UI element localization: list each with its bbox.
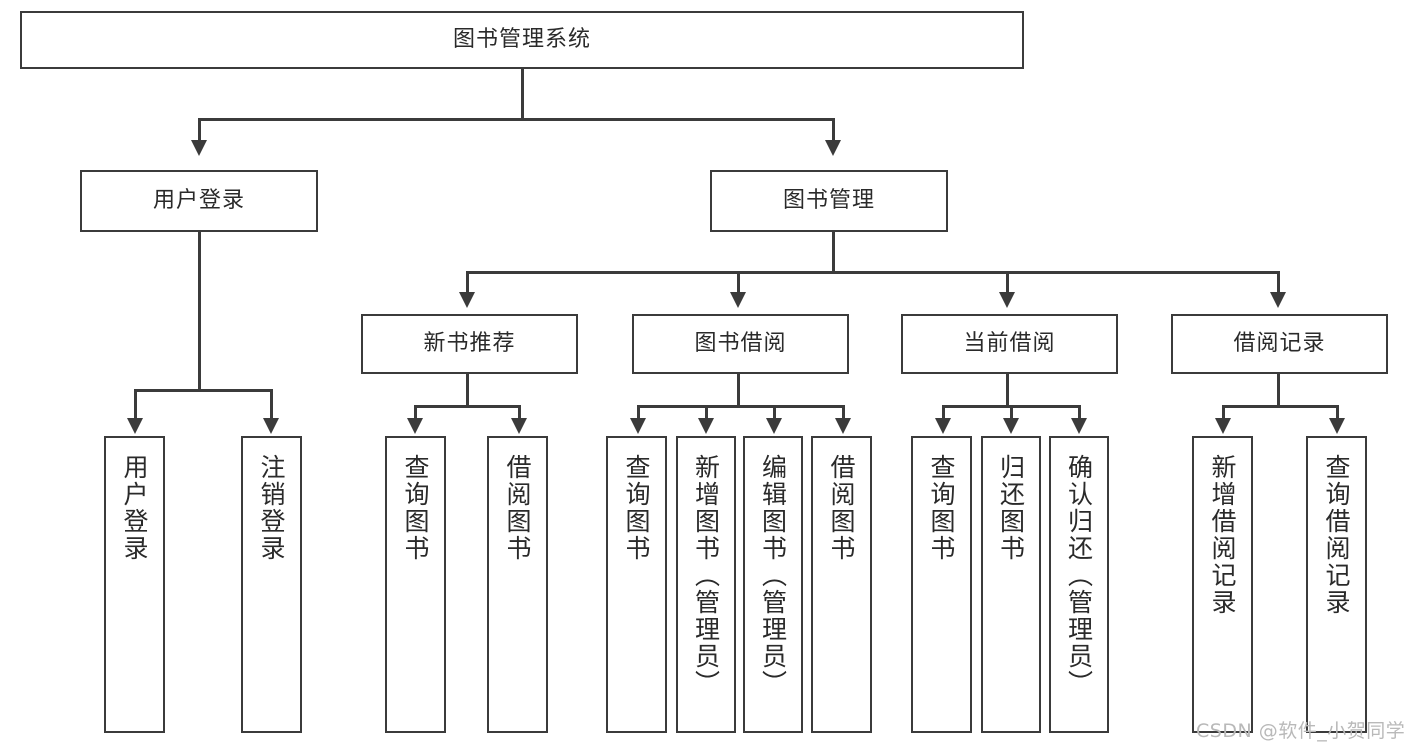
node-leaf-add-book[interactable]: 新增图书（管理员）	[676, 436, 736, 733]
node-leaf-confirm-return[interactable]: 确认归还（管理员）	[1049, 436, 1109, 733]
connector-cb-drop-1	[942, 405, 945, 422]
connector-level3-bus	[466, 271, 1279, 274]
node-borrow-record[interactable]: 借阅记录	[1171, 314, 1388, 374]
node-label: 查询图书	[927, 454, 956, 562]
connector-book-management-stem	[832, 232, 835, 272]
arrowhead-leaf-add-record	[1215, 418, 1231, 434]
node-label: 图书管理	[782, 187, 875, 213]
node-leaf-borrow-book-2[interactable]: 借阅图书	[811, 436, 872, 733]
arrowhead-new-book-recommend	[459, 292, 475, 308]
arrowhead-leaf-query-book-2	[630, 418, 646, 434]
connector-bb-stem	[737, 374, 740, 406]
node-book-management[interactable]: 图书管理	[710, 170, 948, 232]
node-label: 查询借阅记录	[1322, 454, 1351, 616]
csdn-watermark: CSDN @软件_小贺同学	[1196, 720, 1405, 742]
node-leaf-logout-login[interactable]: 注销登录	[241, 436, 302, 733]
node-current-borrow[interactable]: 当前借阅	[901, 314, 1118, 374]
connector-to-book-management	[832, 118, 835, 144]
arrowhead-leaf-return-book	[1003, 418, 1019, 434]
arrowhead-leaf-add-book	[698, 418, 714, 434]
connector-cb-drop-2	[1010, 405, 1013, 422]
node-leaf-edit-book[interactable]: 编辑图书（管理员）	[743, 436, 803, 733]
node-leaf-query-book-2[interactable]: 查询图书	[606, 436, 667, 733]
arrowhead-borrow-record	[1270, 292, 1286, 308]
node-book-management-system[interactable]: 图书管理系统	[20, 11, 1024, 69]
connector-br-bus	[1222, 405, 1336, 408]
node-label: 归还图书	[996, 454, 1026, 562]
connector-bb-drop-2	[705, 405, 708, 422]
connector-user-login-drop-1	[134, 389, 137, 422]
node-book-borrow[interactable]: 图书借阅	[632, 314, 849, 374]
connector-bb-bus	[637, 405, 842, 408]
node-leaf-user-login[interactable]: 用户登录	[104, 436, 165, 733]
connector-cb-drop-3	[1078, 405, 1081, 422]
connector-bb-drop-4	[842, 405, 845, 422]
node-label: 用户登录	[120, 454, 149, 562]
node-label: 新增借阅记录	[1208, 454, 1237, 616]
connector-cb-stem	[1006, 374, 1009, 406]
node-label: 图书管理系统	[452, 26, 591, 52]
arrowhead-leaf-confirm-return	[1071, 418, 1087, 434]
connector-br-drop-2	[1336, 405, 1339, 422]
node-label: 注销登录	[257, 454, 286, 562]
node-label: 查询图书	[401, 454, 430, 562]
connector-drop-current-borrow	[1006, 271, 1009, 296]
connector-drop-new-book-recommend	[466, 271, 469, 296]
connector-user-login-bus	[134, 389, 270, 392]
arrowhead-leaf-logout-login	[263, 418, 279, 434]
arrowhead-book-management	[825, 140, 841, 156]
connector-br-drop-1	[1222, 405, 1225, 422]
node-new-book-recommend[interactable]: 新书推荐	[361, 314, 578, 374]
arrowhead-leaf-query-book-1	[407, 418, 423, 434]
arrowhead-leaf-user-login	[127, 418, 143, 434]
connector-user-login-drop-2	[270, 389, 273, 422]
connector-nbr-drop-2	[518, 405, 521, 422]
node-leaf-query-book-3[interactable]: 查询图书	[911, 436, 972, 733]
arrowhead-book-borrow	[730, 292, 746, 308]
arrowhead-leaf-borrow-book-2	[835, 418, 851, 434]
node-label: 新书推荐	[423, 330, 516, 356]
node-label: 新增图书（管理员）	[691, 454, 721, 697]
connector-drop-borrow-record	[1277, 271, 1280, 296]
connector-bb-drop-1	[637, 405, 640, 422]
connector-user-login-stem	[198, 232, 201, 390]
connector-nbr-bus	[414, 405, 518, 408]
arrowhead-leaf-query-book-3	[935, 418, 951, 434]
node-label: 图书借阅	[694, 330, 787, 356]
connector-root-stem	[521, 69, 524, 119]
connector-br-stem	[1277, 374, 1280, 406]
node-label: 编辑图书（管理员）	[758, 454, 788, 697]
node-label: 借阅图书	[503, 454, 532, 562]
arrowhead-current-borrow	[999, 292, 1015, 308]
connector-to-user-login	[198, 118, 201, 144]
arrowhead-leaf-borrow-book-1	[511, 418, 527, 434]
node-leaf-return-book[interactable]: 归还图书	[981, 436, 1041, 733]
node-leaf-query-book-1[interactable]: 查询图书	[385, 436, 446, 733]
connector-nbr-stem	[466, 374, 469, 406]
node-label: 确认归还（管理员）	[1064, 454, 1094, 697]
node-label: 查询图书	[622, 454, 651, 562]
node-user-login[interactable]: 用户登录	[80, 170, 318, 232]
node-leaf-query-record[interactable]: 查询借阅记录	[1306, 436, 1367, 733]
node-label: 用户登录	[152, 187, 245, 213]
arrowhead-leaf-query-record	[1329, 418, 1345, 434]
arrowhead-user-login	[191, 140, 207, 156]
connector-bb-drop-3	[773, 405, 776, 422]
connector-drop-book-borrow	[737, 271, 740, 296]
node-leaf-add-record[interactable]: 新增借阅记录	[1192, 436, 1253, 733]
node-leaf-borrow-book-1[interactable]: 借阅图书	[487, 436, 548, 733]
node-label: 借阅图书	[827, 454, 856, 562]
connector-level1-bus	[198, 118, 834, 121]
node-label: 当前借阅	[963, 330, 1056, 356]
arrowhead-leaf-edit-book	[766, 418, 782, 434]
node-label: 借阅记录	[1233, 330, 1326, 356]
connector-nbr-drop-1	[414, 405, 417, 422]
